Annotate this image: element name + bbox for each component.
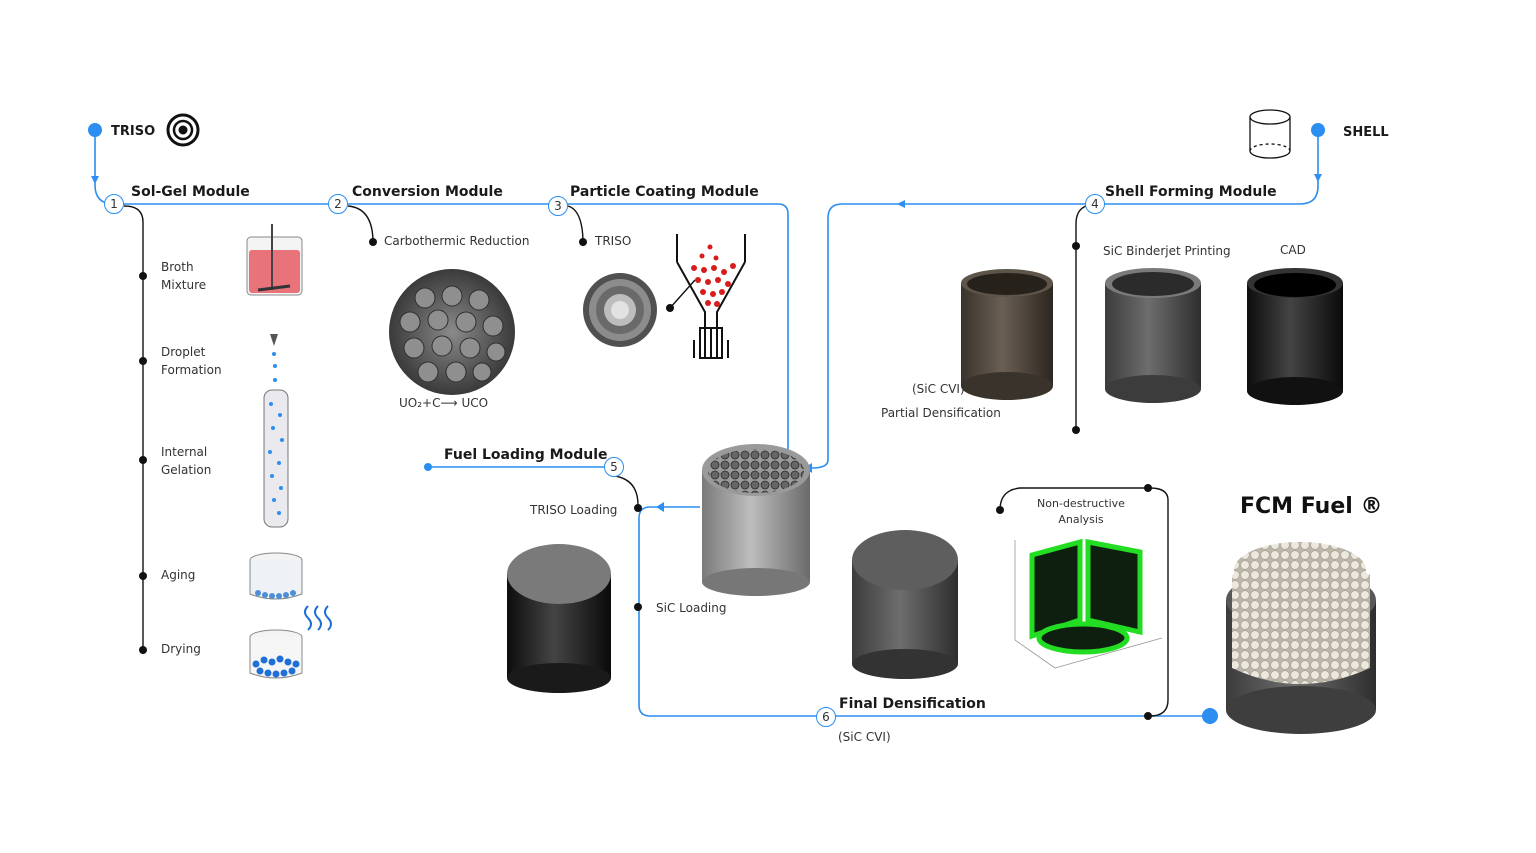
shell-forming-module-title: Shell Forming Module [1105,184,1277,200]
printed-shell-image [1105,268,1201,403]
uco-reaction-label: UO₂+C⟶ UCO [399,396,489,410]
carbothermic-reduction-label: Carbothermic Reduction [384,234,530,248]
sol-gel-step-droplet: Droplet Formation [161,345,222,377]
densified-compact-image [852,530,958,679]
step-number-4: 4 [1085,194,1105,214]
triso-icon [166,113,200,147]
step-number-1: 1 [104,194,124,214]
triso-loading-label: TRISO Loading [530,503,618,517]
coating-triso-label: TRISO [595,234,632,248]
sic-loading-label: SiC Loading [656,601,727,615]
step-number-3: 3 [548,196,568,216]
step-number-5: 5 [604,457,624,477]
ndt-scan-plot [1014,538,1163,669]
sol-gel-module-title: Sol-Gel Module [131,184,250,200]
gelation-column-icon [263,389,289,528]
cad-shell-image [1247,268,1343,405]
particle-coating-module-title: Particle Coating Module [570,184,759,200]
partial-densified-shell-image [961,269,1053,400]
sol-gel-step-broth: Broth Mixture [161,260,207,292]
fuel-loaded-compact-image [507,544,611,693]
product-end-dot [1202,708,1218,724]
final-densification-title: Final Densification [839,696,986,712]
heat-waves-icon [304,605,332,631]
step-lines [123,205,1169,717]
fuel-loading-module-title: Fuel Loading Module [444,447,608,463]
triso-source-dot [88,123,102,137]
conversion-module-title: Conversion Module [352,184,503,200]
shell-source-dot [1311,123,1325,137]
non-destructive-analysis-label: Non-destructive Analysis [1037,497,1125,526]
drying-beaker-icon [249,629,303,679]
flow-lines [94,132,1319,717]
shell-sic-cvi-label: (SiC CVI) [912,382,965,396]
shell-cylinder-icon [1249,109,1291,159]
fcm-fuel-title: FCM Fuel ® [1240,494,1383,519]
cad-label: CAD [1280,243,1306,257]
sol-gel-step-drying: Drying [161,642,201,656]
coater-particles [691,244,736,307]
droplet-icon [270,334,278,382]
triso-source-label: TRISO [111,124,156,139]
step-number-2: 2 [328,194,348,214]
sol-gel-step-gelation: Internal Gelation [161,445,212,477]
coater-reactor-icon [676,234,746,359]
sic-binderjet-label: SiC Binderjet Printing [1103,244,1231,258]
uco-sem-image [389,269,515,395]
loaded-shell-image [702,444,810,596]
fcm-fuel-product-image [1226,542,1376,734]
aging-beaker-icon [249,552,303,600]
shell-source-label: SHELL [1343,125,1389,140]
step-dots [139,238,1152,720]
step-number-6: 6 [816,707,836,727]
broth-beaker-icon [246,224,303,296]
fuel-loading-end-dot [424,463,432,471]
final-sic-cvi-label: (SiC CVI) [838,730,891,744]
partial-densification-label: Partial Densification [881,406,1001,420]
triso-particle-image [583,273,657,347]
sol-gel-step-aging: Aging [161,568,196,582]
